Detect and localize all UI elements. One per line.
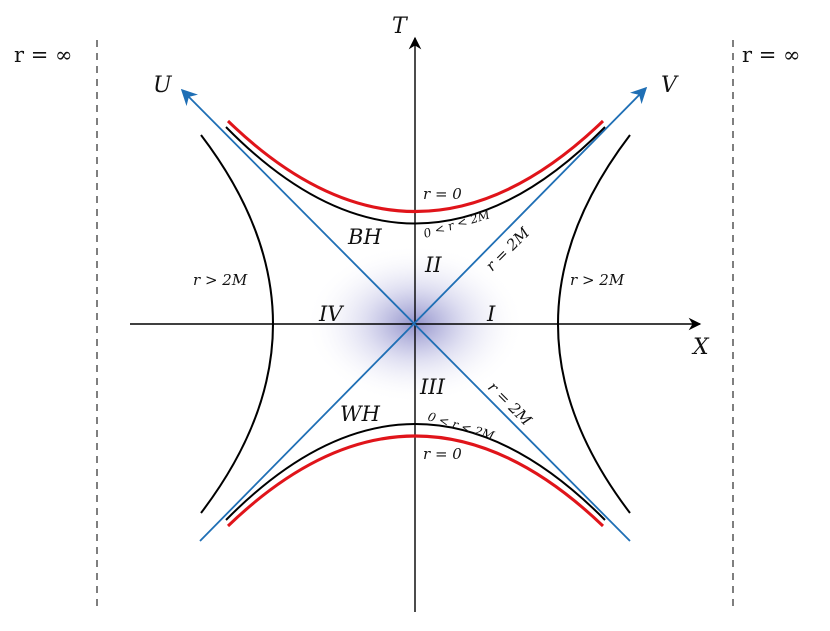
- u-axis-line: [180, 88, 631, 542]
- t-axis-label: T: [392, 14, 409, 39]
- right-infinity-label: r = ∞: [742, 43, 800, 67]
- singularity-top-label: r = 0: [423, 185, 462, 203]
- left-infinity-label: r = ∞: [14, 43, 72, 67]
- outer-right-label: r > 2M: [570, 271, 625, 289]
- inner-hyperbola-bottom: [225, 423, 606, 521]
- outer-left-label: r > 2M: [193, 271, 248, 289]
- region-3-label: III: [419, 375, 446, 399]
- region-2-label: II: [424, 253, 442, 277]
- region-4-label: IV: [318, 302, 344, 326]
- outer-hyperbola-right: [557, 134, 631, 514]
- inner-hyperbola-top: [225, 126, 606, 225]
- white-hole-label: WH: [340, 402, 381, 426]
- black-hole-label: BH: [347, 225, 382, 249]
- singularity-top-curve: [226, 119, 605, 213]
- horizon-upper-label: r = 2M: [482, 223, 533, 274]
- v-axis-label: V: [661, 73, 679, 98]
- u-axis-label: U: [153, 73, 173, 98]
- x-axis-label: X: [691, 335, 710, 360]
- singularity-bottom-curve: [226, 434, 605, 528]
- singularity-bottom-label: r = 0: [423, 445, 462, 463]
- v-axis-line: [199, 86, 648, 542]
- horizon-lower-label: r = 2M: [484, 378, 535, 429]
- region-1-label: I: [486, 302, 496, 326]
- outer-hyperbola-left: [200, 134, 274, 514]
